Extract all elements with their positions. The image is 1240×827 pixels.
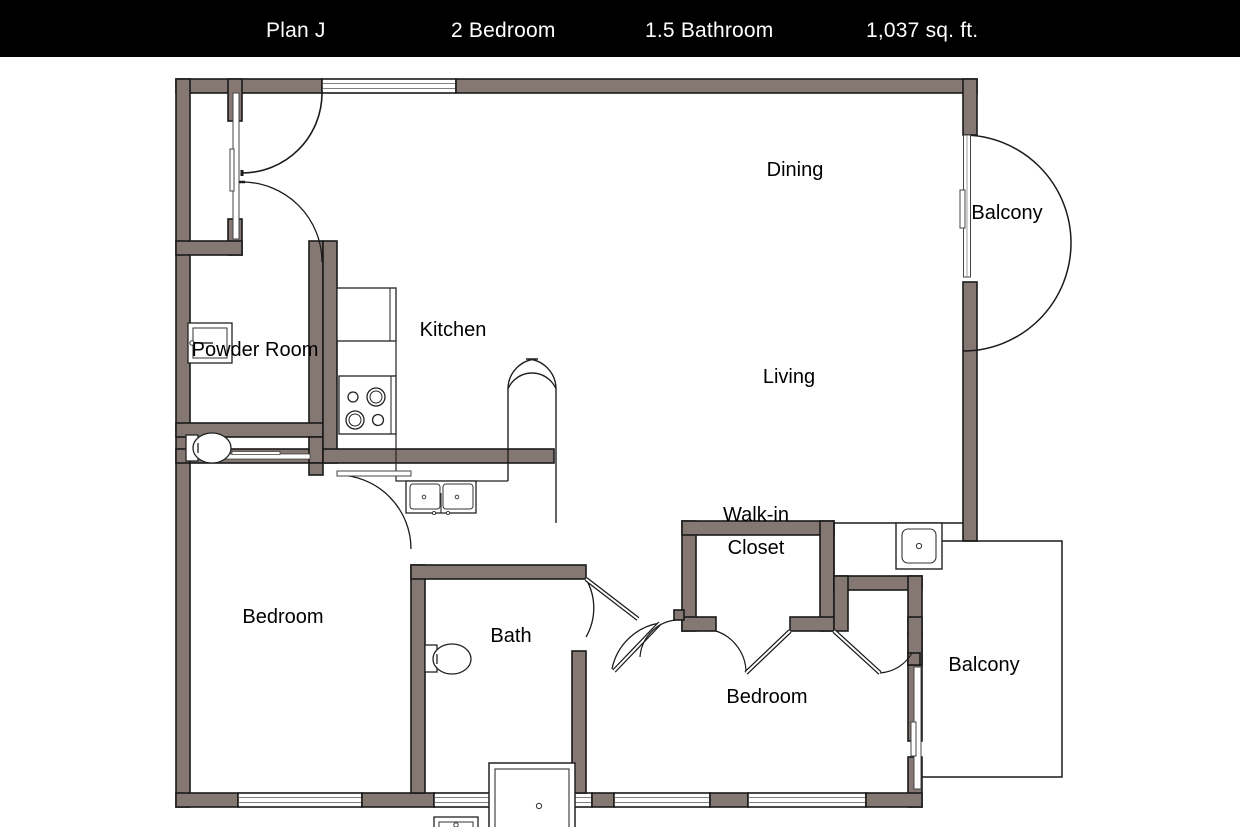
- wall-bath-left: [410, 564, 426, 794]
- detail-line-group: [185, 92, 1072, 827]
- bedroom-count-label: 2 Bedroom: [451, 19, 556, 42]
- laundry-washer: [895, 522, 943, 570]
- wall-wic-bottom-left: [681, 616, 717, 632]
- room-label-group: Dining Balcony Kitchen Powder Room Livin…: [192, 159, 1043, 708]
- wall-hall-kitchen-div: [308, 462, 324, 476]
- wall-top-right: [455, 78, 978, 94]
- plan-name-label: Plan J: [266, 19, 326, 42]
- wall-bottom-2: [361, 792, 435, 808]
- door-bedroom1-swing: [611, 622, 661, 670]
- door-bedroom2-swing: [336, 474, 412, 550]
- wall-wic-right: [819, 520, 835, 632]
- room-label-walkin-closet: Walk-in: [723, 504, 789, 526]
- wall-bottom-6: [865, 792, 923, 808]
- bath-vanity: [433, 816, 479, 827]
- room-label-bedroom-1: Bedroom: [726, 686, 807, 708]
- door-entry-swing: [241, 92, 323, 174]
- room-label-walkin-closet-line2: Closet: [728, 537, 785, 559]
- room-label-bath: Bath: [490, 625, 531, 647]
- wall-group: [175, 78, 978, 808]
- doors-bedroom1-closet: [832, 629, 913, 675]
- wall-bath-right: [571, 650, 587, 794]
- window-bottom-bed1a: [613, 792, 711, 808]
- wall-bed2-top-right: [308, 436, 324, 464]
- wall-wic-jamb-left: [673, 609, 685, 621]
- bath-shower: [488, 762, 576, 827]
- room-label-balcony-bottom: Balcony: [948, 654, 1019, 676]
- door-powder-swing: [241, 181, 323, 263]
- wall-bed1closet-left: [833, 575, 849, 632]
- room-label-balcony-top: Balcony: [971, 202, 1042, 224]
- floorplan-drawing: Dining Balcony Kitchen Powder Room Livin…: [175, 78, 1072, 827]
- wall-kitchen-left: [322, 240, 338, 464]
- room-label-powder-room: Powder Room: [192, 339, 319, 361]
- wall-kitchen-bottom: [322, 448, 555, 464]
- wall-right-mid: [962, 281, 978, 542]
- wall-bath-top: [410, 564, 587, 580]
- floorplan-canvas: Dining Balcony Kitchen Powder Room Livin…: [0, 57, 1240, 827]
- kitchen-peninsula: [507, 358, 557, 523]
- balcony-bottom-outline: [922, 540, 1063, 778]
- powder-toilet: [185, 432, 232, 464]
- square-footage-label: 1,037 sq. ft.: [866, 19, 979, 42]
- plan-header-bar: Plan J 2 Bedroom 1.5 Bathroom 1,037 sq. …: [0, 0, 1240, 57]
- room-label-kitchen: Kitchen: [420, 319, 487, 341]
- window-bottom-bed1b: [747, 792, 867, 808]
- kitchen-sink: [405, 480, 477, 516]
- kitchen-range: [338, 375, 397, 435]
- room-label-dining: Dining: [767, 159, 824, 181]
- bathroom-count-label: 1.5 Bathroom: [645, 19, 774, 42]
- room-label-bedroom-2: Bedroom: [242, 606, 323, 628]
- balcony-top-outline: [962, 134, 1072, 352]
- wall-right-upper: [962, 78, 978, 136]
- kitchen-refrigerator: [336, 287, 397, 342]
- bath-toilet: [424, 643, 472, 675]
- room-label-living: Living: [763, 366, 815, 388]
- window-top-dining: [321, 78, 457, 94]
- window-bottom-bed2: [237, 792, 363, 808]
- wall-coatcloset-bottom: [175, 240, 243, 256]
- wall-wic-bottom-right: [789, 616, 835, 632]
- door-bath-swing: [585, 578, 595, 638]
- wall-bottom-4: [591, 792, 615, 808]
- wall-bottom-5: [709, 792, 749, 808]
- wall-bottom-1: [175, 792, 239, 808]
- wall-bed1closet-jamb: [907, 652, 921, 666]
- doors-walkin-closet: [639, 619, 792, 675]
- wall-top-left: [175, 78, 323, 94]
